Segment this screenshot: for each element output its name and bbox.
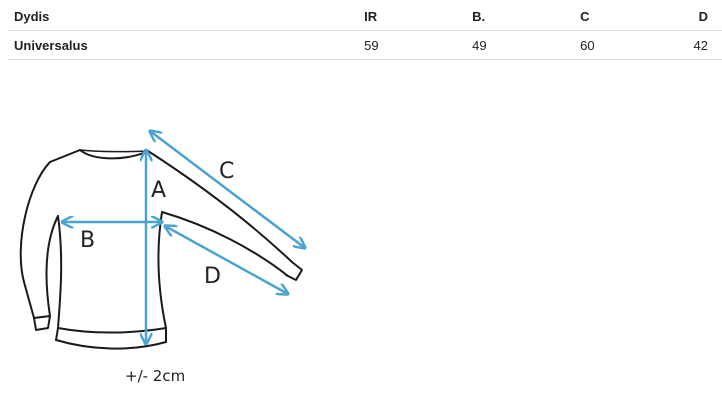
col-header-b: B. xyxy=(472,2,581,31)
cell-d: 42 xyxy=(688,30,722,60)
label-a: A xyxy=(151,178,166,203)
col-header-d: D xyxy=(688,2,722,31)
tolerance-note: +/- 2cm xyxy=(125,367,185,385)
cell-c: 60 xyxy=(580,30,689,60)
label-c: C xyxy=(219,159,234,184)
sweater-measurement-diagram: A B C D +/- 2cm xyxy=(19,112,330,385)
measure-d-line xyxy=(165,226,288,294)
cell-ir: 59 xyxy=(364,30,473,60)
table-header-row: Dydis IR B. C D xyxy=(8,2,722,31)
label-d: D xyxy=(204,264,221,289)
table-row: Universalus 59 49 60 42 xyxy=(8,30,722,60)
cell-b: 49 xyxy=(472,30,581,60)
col-header-c: C xyxy=(580,2,689,31)
measurement-lines xyxy=(60,131,305,346)
size-table: Dydis IR B. C D Universalus 59 49 60 42 xyxy=(8,2,722,60)
col-header-size: Dydis xyxy=(8,2,365,31)
col-header-ir: IR xyxy=(364,2,473,31)
label-b: B xyxy=(80,228,95,253)
cell-size: Universalus xyxy=(8,30,365,60)
